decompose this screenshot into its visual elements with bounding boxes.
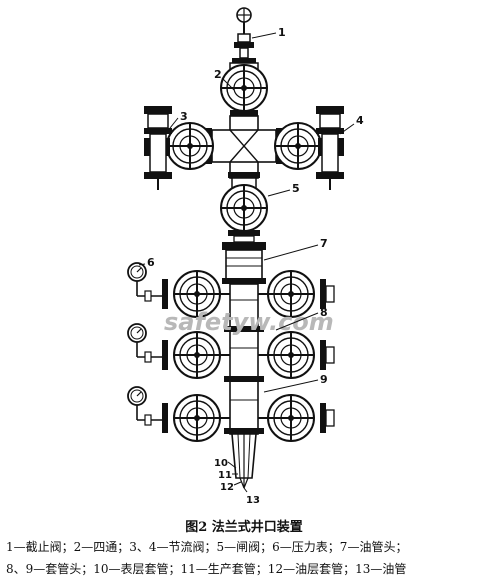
callout-3: 3 (180, 110, 188, 123)
callout-5: 5 (292, 182, 300, 195)
tubing-head (222, 242, 266, 284)
figure-caption-title: 图2 法兰式井口装置 (185, 520, 303, 535)
callout-10: 10 (214, 458, 228, 469)
choke-valve-left (144, 106, 172, 190)
globe-valve (232, 7, 256, 63)
side-valve-row-2 (162, 331, 335, 379)
callout-13: 13 (246, 495, 260, 506)
callout-11: 11 (218, 470, 232, 481)
callout-9: 9 (320, 373, 328, 386)
callout-1: 1 (278, 26, 286, 39)
callout-2: 2 (214, 68, 222, 81)
side-valve-row-1 (162, 270, 335, 318)
side-valve-row-3 (162, 394, 335, 442)
leader-lines (138, 32, 355, 493)
callout-8: 8 (320, 306, 328, 319)
callout-6: 6 (147, 256, 155, 269)
master-gate-valve (220, 177, 268, 243)
callout-12: 12 (220, 482, 234, 493)
upper-gate-valve (220, 62, 268, 116)
wellhead-diagram: safetyw.com 1 2 3 4 5 6 7 8 9 10 11 12 1… (127, 7, 364, 506)
figure-legend-line-2: 8、9—套管头；10—表层套管；11—生产套管；12—油层套管；13—油管 (6, 562, 407, 576)
pressure-gauge-3 (127, 386, 162, 426)
callout-4: 4 (356, 114, 364, 127)
figure-legend-line-1: 1—截止阀；2—四通；3、4—节流阀；5—闸阀；6—压力表；7—油管头； (6, 540, 408, 554)
choke-valve-right (316, 106, 344, 190)
watermark: safetyw.com (164, 308, 334, 336)
casing-strings (231, 433, 257, 489)
callout-7: 7 (320, 237, 328, 250)
casing-head-body (224, 283, 264, 435)
pressure-gauge-1 (127, 262, 162, 302)
cross-tee (206, 115, 282, 179)
pressure-gauge-2 (127, 323, 162, 363)
